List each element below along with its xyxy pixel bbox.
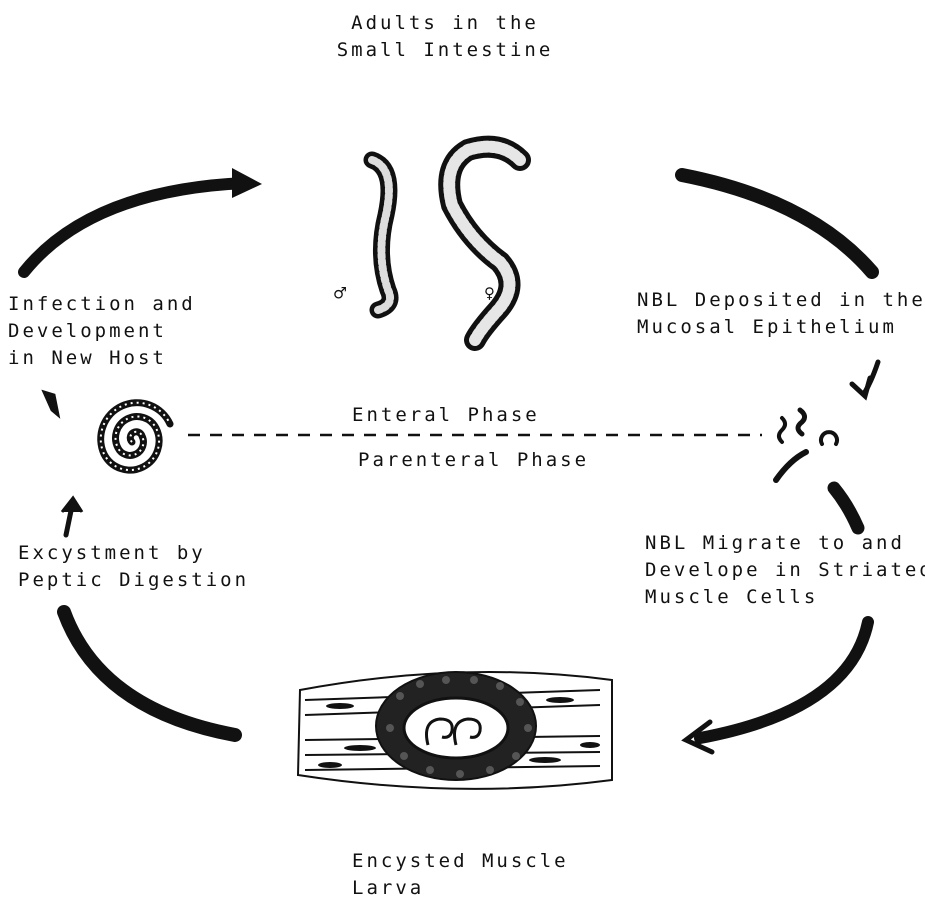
label-infection: Infection and Development in New Host <box>8 291 196 372</box>
male-worm-icon <box>363 151 399 319</box>
coiled-larva-icon <box>97 399 174 474</box>
label-excystment-line-1: Excystment by <box>18 542 206 564</box>
female-symbol: ♀ <box>484 283 498 304</box>
label-encysted-line-2: Larva <box>352 877 425 899</box>
arrow-encysted-to-excystment <box>57 605 242 742</box>
label-nbl-migrate: NBL Migrate to and Develope in Striated … <box>645 530 925 611</box>
arrow-excystment-up <box>60 495 84 538</box>
label-enteral-phase: Enteral Phase <box>352 404 540 426</box>
label-nbl-migrate-line-3: Muscle Cells <box>645 586 819 608</box>
label-nbl-migrate-line-2: Develope in Striated <box>645 559 925 581</box>
label-parenteral-phase: Parenteral Phase <box>358 449 590 471</box>
male-symbol: ♂ <box>334 281 350 305</box>
label-adults: Adults in the Small Intestine <box>330 10 560 64</box>
newborn-larvae-icon <box>773 407 839 483</box>
label-adults-line-2: Small Intestine <box>336 39 554 61</box>
female-worm-icon <box>438 135 531 351</box>
label-nbl-deposited: NBL Deposited in the Mucosal Epithelium <box>637 287 925 341</box>
label-nbl-migrate-line-1: NBL Migrate to and <box>645 532 905 554</box>
arrow-larvae-down <box>827 481 865 535</box>
arrow-migrate-to-encysted <box>681 616 874 755</box>
arrow-infection-up <box>41 389 61 419</box>
label-encysted-line-1: Encysted Muscle <box>352 850 569 872</box>
label-nbl-deposited-line-2: Mucosal Epithelium <box>637 316 897 338</box>
label-infection-line-3: in New Host <box>8 347 167 369</box>
label-infection-line-2: Development <box>8 320 167 342</box>
label-adults-line-1: Adults in the <box>351 12 539 34</box>
arrow-adults-to-nbl <box>675 168 879 279</box>
label-nbl-deposited-line-1: NBL Deposited in the <box>637 289 925 311</box>
label-excystment: Excystment by Peptic Digestion <box>18 540 249 594</box>
arrow-infection-to-adults <box>18 168 262 278</box>
label-excystment-line-2: Peptic Digestion <box>18 569 250 591</box>
muscle-tissue-icon <box>296 671 613 790</box>
label-infection-line-1: Infection and <box>8 293 196 315</box>
arrow-nbl-small <box>849 359 881 401</box>
label-encysted: Encysted Muscle Larva <box>352 848 569 902</box>
